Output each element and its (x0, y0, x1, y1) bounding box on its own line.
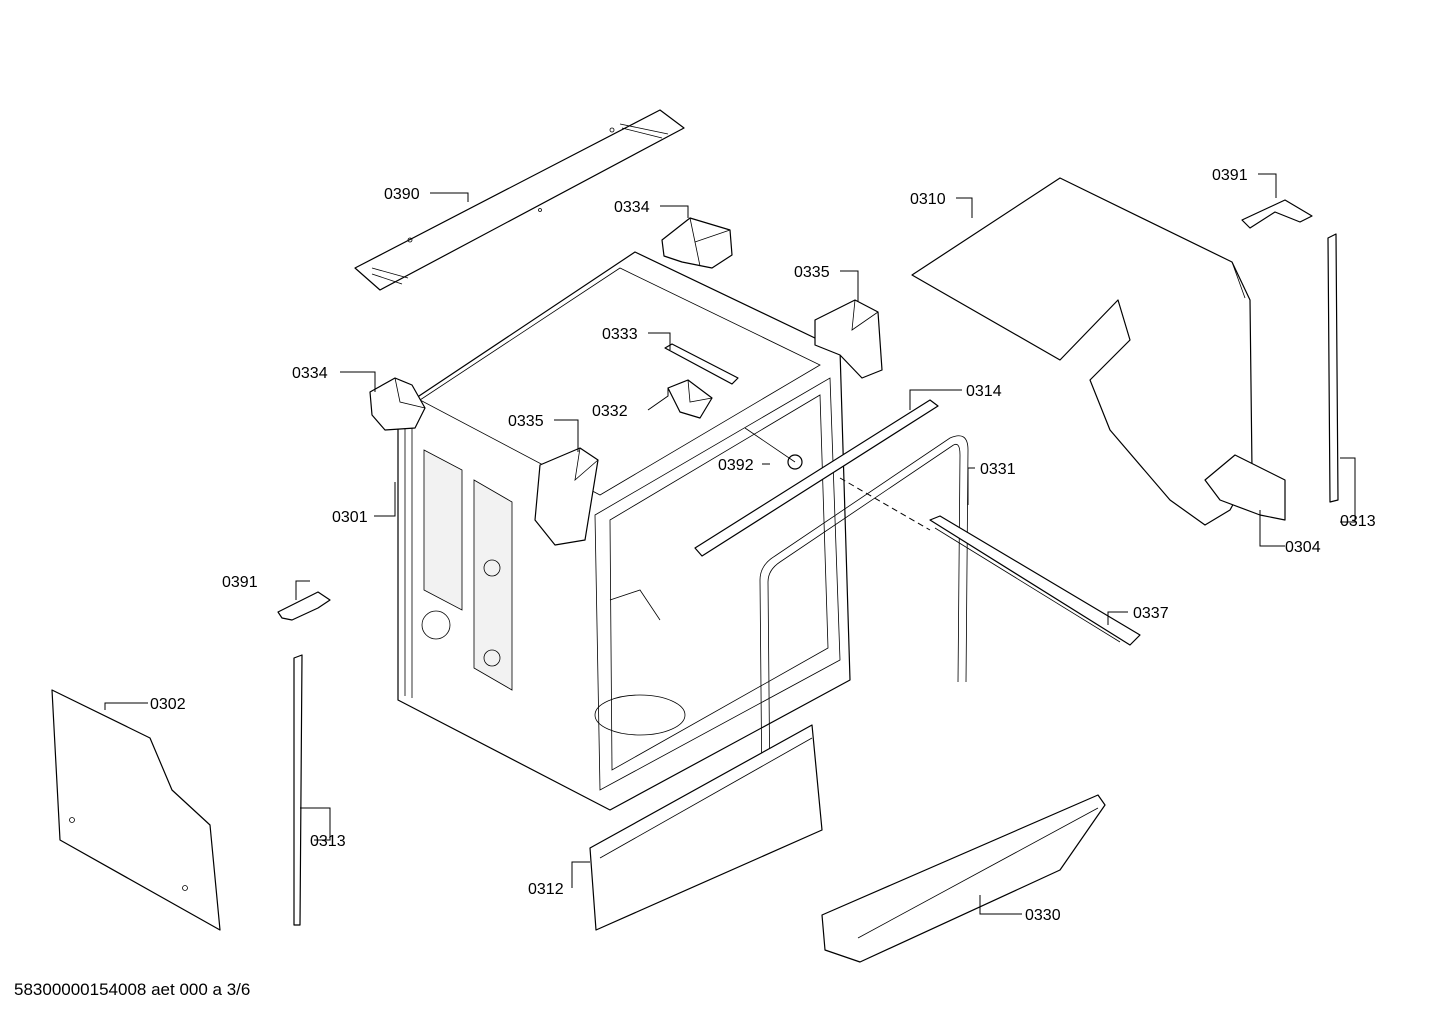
callout-0304: 0304 (1285, 539, 1321, 556)
callout-0313-right: 0313 (1340, 513, 1376, 530)
callout-0330: 0330 (1025, 907, 1061, 924)
part-0391-clip-left (277, 591, 331, 621)
part-0314-seal (694, 399, 939, 557)
callout-0302: 0302 (150, 696, 186, 713)
part-0335-block-left (534, 447, 599, 546)
part-0310-insulation (911, 177, 1253, 526)
callout-0314: 0314 (966, 383, 1002, 400)
callout-0333: 0333 (602, 326, 638, 343)
callout-0332: 0332 (592, 403, 628, 420)
part-0334-bracket-left (369, 377, 426, 431)
alignment-dashed-line (839, 477, 931, 531)
callout-0301: 0301 (332, 509, 368, 526)
part-0313-strip-right (1327, 233, 1339, 503)
callout-0334-left: 0334 (292, 365, 328, 382)
part-0330-base-rail (821, 794, 1106, 963)
part-0312-kick-panel (589, 724, 823, 931)
part-0301-tub (397, 251, 851, 811)
callout-0391-left: 0391 (222, 574, 258, 591)
callout-0312: 0312 (528, 881, 564, 898)
callout-0391-right: 0391 (1212, 167, 1248, 184)
part-0313-strip-left (293, 654, 303, 926)
part-0302-side-panel (51, 689, 221, 931)
leader-lines (104, 173, 1356, 915)
part-0332-latch (667, 379, 713, 419)
callout-0335-right: 0335 (794, 264, 830, 281)
callout-0310: 0310 (910, 191, 946, 208)
callout-0337: 0337 (1133, 605, 1169, 622)
part-0392-roller (744, 427, 803, 470)
document-code: 58300000154008 aet 000 a 3/6 (14, 980, 251, 999)
callout-0335-left: 0335 (508, 413, 544, 430)
part-0335-block-right (814, 299, 883, 379)
part-0334-bracket-upper (661, 217, 733, 269)
callout-0334-upper: 0334 (614, 199, 650, 216)
part-0390-top-plate (354, 109, 685, 291)
callout-0390: 0390 (384, 186, 420, 203)
part-0391-clip-right (1241, 199, 1313, 229)
callout-0313-left: 0313 (310, 833, 346, 850)
part-0337-rail (929, 515, 1141, 646)
callout-0331: 0331 (980, 461, 1016, 478)
part-0304-side-bracket (1204, 454, 1286, 521)
callout-0392: 0392 (718, 457, 754, 474)
callout-labels: 0390 0334 0334 0335 0335 0333 0332 0301 … (150, 167, 1376, 924)
part-0331-gasket (759, 435, 969, 799)
